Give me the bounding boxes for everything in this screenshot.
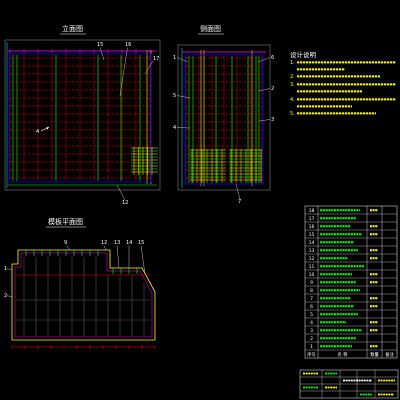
plan-label: 13 — [114, 240, 120, 246]
parts-table-row-number: 5 — [310, 312, 313, 318]
elevation-title: 立面图 — [62, 24, 83, 33]
plan-label: 2 — [4, 293, 7, 299]
elevation-label: 17 — [153, 56, 159, 62]
note-number: 3. — [290, 82, 295, 88]
parts-table-header-cell: 数量 — [370, 351, 379, 358]
elevation-view: 立面图 15 16 17 4 12 — [4, 24, 161, 206]
side-label: 6 — [271, 55, 274, 61]
parts-table-header-cell: 序号 — [307, 351, 316, 358]
side-outer-frame — [177, 44, 271, 191]
plan-label: 9 — [64, 240, 67, 246]
parts-table-row-number: 17 — [309, 216, 315, 222]
parts-list-table: 18 17 16 15 14 13 12 11 10 9 8 7 6 5 4 3 2 1序号 名 称 数量备注 — [304, 205, 398, 359]
parts-table-row-number: 3 — [310, 328, 313, 334]
parts-table-row-number: 6 — [310, 304, 313, 310]
elevation-label: 16 — [125, 42, 131, 48]
note-number: 5. — [290, 111, 295, 117]
elevation-leader-17 — [144, 60, 154, 75]
parts-table-row-number: 15 — [309, 232, 315, 238]
elevation-leader-12 — [116, 184, 126, 201]
elevation-panel-frame — [8, 53, 152, 183]
parts-table-border — [304, 205, 398, 359]
side-leader-5 — [176, 95, 191, 99]
side-leader-1 — [176, 57, 189, 63]
elevation-outer-frame — [4, 39, 161, 191]
side-label: 1 — [173, 55, 176, 61]
parts-table-row-number: 13 — [309, 248, 315, 254]
side-leader-6 — [257, 57, 271, 63]
parts-table-header-cell: 名 称 — [338, 351, 349, 358]
parts-table-row-number: 1 — [310, 344, 313, 350]
plan-label: 1 — [4, 266, 7, 272]
parts-table-row-number: 9 — [310, 280, 313, 286]
plan-leader-9 — [66, 245, 71, 251]
plan-title: 模板平面图 — [48, 217, 83, 226]
plan-geometry — [11, 249, 156, 349]
plan-view: 模板平面图 9 12 13 14 15 1 2 — [4, 217, 156, 349]
plan-leader-15 — [140, 245, 146, 275]
elevation-grid — [6, 42, 158, 188]
parts-table-row-number: 18 — [309, 208, 315, 214]
side-grid — [181, 48, 266, 188]
notes-text-lines — [297, 61, 396, 115]
plan-inner-outline — [14, 252, 153, 338]
plan-leader-1 — [6, 268, 13, 271]
elevation-label: 15 — [97, 42, 103, 48]
side-label: 5 — [173, 93, 176, 99]
plan-leader-12 — [103, 245, 107, 251]
plan-label: 15 — [138, 240, 144, 246]
design-notes: 设计说明 1. 2. 3. 4. 5. — [290, 50, 396, 117]
parts-table-row-number: 10 — [309, 272, 315, 278]
parts-table-row-number: 12 — [309, 256, 315, 262]
side-view: 侧面图 1 5 4 6 2 3 7 — [173, 24, 274, 205]
parts-table-row-number: 14 — [309, 240, 315, 246]
note-number: 1. — [290, 60, 295, 66]
side-label: 3 — [271, 117, 274, 123]
side-title: 侧面图 — [200, 24, 221, 33]
plan-leader-13 — [116, 245, 120, 269]
side-leader-4 — [176, 127, 191, 129]
side-leader-2 — [258, 88, 271, 92]
elevation-label: 4 — [36, 129, 39, 135]
note-number: 4. — [290, 97, 295, 103]
note-number: 2. — [290, 74, 295, 80]
side-label: 7 — [238, 199, 241, 205]
parts-table-row-number: 7 — [310, 296, 313, 302]
side-leader-3 — [258, 119, 271, 122]
parts-table-row-number: 16 — [309, 224, 315, 230]
notes-heading: 设计说明 — [290, 50, 317, 59]
plan-outline — [11, 249, 156, 341]
elevation-leader-16 — [119, 47, 128, 97]
parts-table-row-number: 2 — [310, 336, 313, 342]
title-block — [299, 369, 399, 399]
plan-label: 14 — [126, 240, 132, 246]
parts-table-row-number: 11 — [309, 264, 315, 270]
elevation-leader-15 — [99, 47, 105, 61]
plan-label: 12 — [101, 240, 107, 246]
side-label: 2 — [271, 86, 274, 92]
side-panel-frame — [184, 54, 264, 185]
elevation-label: 12 — [122, 200, 128, 206]
plan-leader-2 — [6, 295, 13, 298]
side-leader-7 — [235, 183, 241, 200]
parts-table-header-cell: 备注 — [385, 351, 394, 358]
parts-table-row-number: 8 — [310, 288, 313, 294]
elevation-arrow-head — [46, 127, 49, 130]
side-label: 4 — [173, 125, 176, 131]
parts-table-row-number: 4 — [310, 320, 313, 326]
